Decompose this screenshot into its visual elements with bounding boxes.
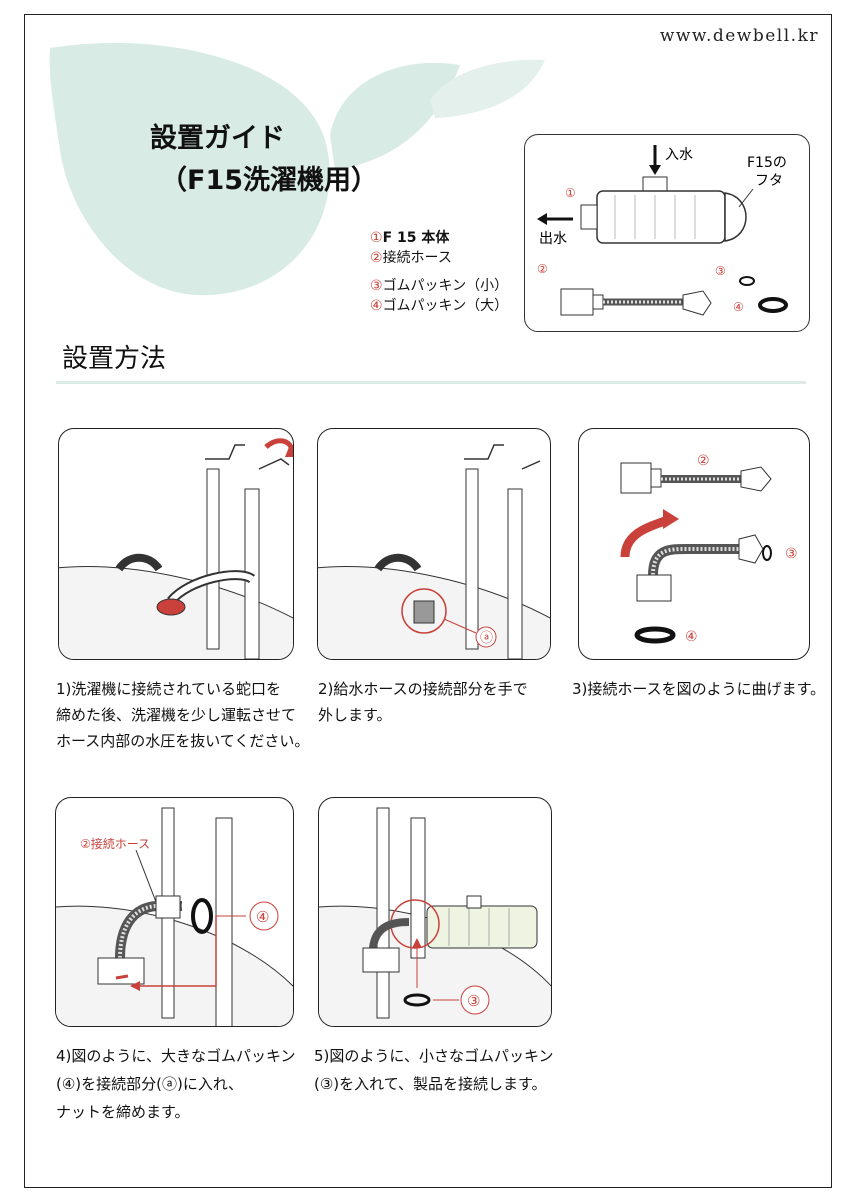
step-4-illustration: ②接続ホース ④	[55, 797, 294, 1027]
parts-list-item: ②接続ホース	[370, 250, 452, 266]
step-2-text: 2)給水ホースの接続部分を手で 外します。	[318, 680, 528, 724]
number-4: ④	[733, 300, 744, 314]
cap-label-1: F15の	[747, 155, 787, 171]
step5-number-3: ③	[467, 992, 480, 1010]
callout-a: ⓐ	[480, 631, 493, 646]
parts-list-item: ③ゴムパッキン（小）	[370, 278, 509, 294]
title-line-2: （F15洗濯機用）	[160, 165, 379, 196]
parts-list: ①F 15 本体 ②接続ホース ③ゴムパッキン（小） ④ゴムパッキン（大）	[370, 228, 508, 316]
parts-diagram: 入水 出水 F15の フタ ① ② ③ ④	[524, 134, 810, 332]
parts-list-item: ①F 15 本体	[370, 230, 450, 246]
page-frame	[24, 14, 832, 1188]
inlet-label: 入水	[665, 147, 693, 163]
cap-label-2: フタ	[755, 173, 783, 189]
number-3: ③	[715, 264, 726, 278]
step-5-text: 5)図のように、小さなゴムパッキン (③)を入れて、製品を接続します。	[314, 1047, 554, 1093]
step3-number-2: ②	[697, 453, 710, 469]
page-title: 設置ガイド （F15洗濯機用）	[150, 118, 378, 202]
leaf-decoration	[49, 42, 545, 296]
step3-number-3: ③	[785, 546, 798, 562]
step-5-illustration: ③	[318, 797, 552, 1027]
step-1-illustration	[58, 428, 294, 660]
section-divider	[56, 381, 806, 384]
step-3-illustration: ② ③ ④	[578, 428, 810, 660]
step-2-illustration: ⓐ	[317, 428, 551, 660]
hose-label: ②接続ホース	[80, 836, 150, 851]
section-title: 設置方法	[62, 344, 167, 374]
number-1: ①	[565, 186, 576, 200]
step-3-text: 3)接続ホースを図のように曲げます。	[572, 680, 826, 698]
parts-diagram-illustration: 入水 出水 F15の フタ ① ② ③ ④	[537, 145, 788, 316]
parts-list-item: ④ゴムパッキン（大）	[370, 298, 509, 314]
website-url: www.dewbell.kr	[659, 26, 819, 46]
step-4-text: 4)図のように、大きなゴムパッキン (④)を接続部分(ⓐ)に入れ、 ナットを締め…	[56, 1047, 296, 1121]
number-2: ②	[537, 262, 548, 276]
outlet-label: 出水	[539, 231, 567, 247]
step-1-text: 1)洗濯機に接続されている蛇口を 締めた後、洗濯機を少し運転させて ホース内部の…	[56, 680, 310, 750]
step4-number-4: ④	[256, 908, 269, 926]
title-line-1: 設置ガイド	[150, 123, 285, 154]
step3-number-4: ④	[685, 629, 698, 645]
